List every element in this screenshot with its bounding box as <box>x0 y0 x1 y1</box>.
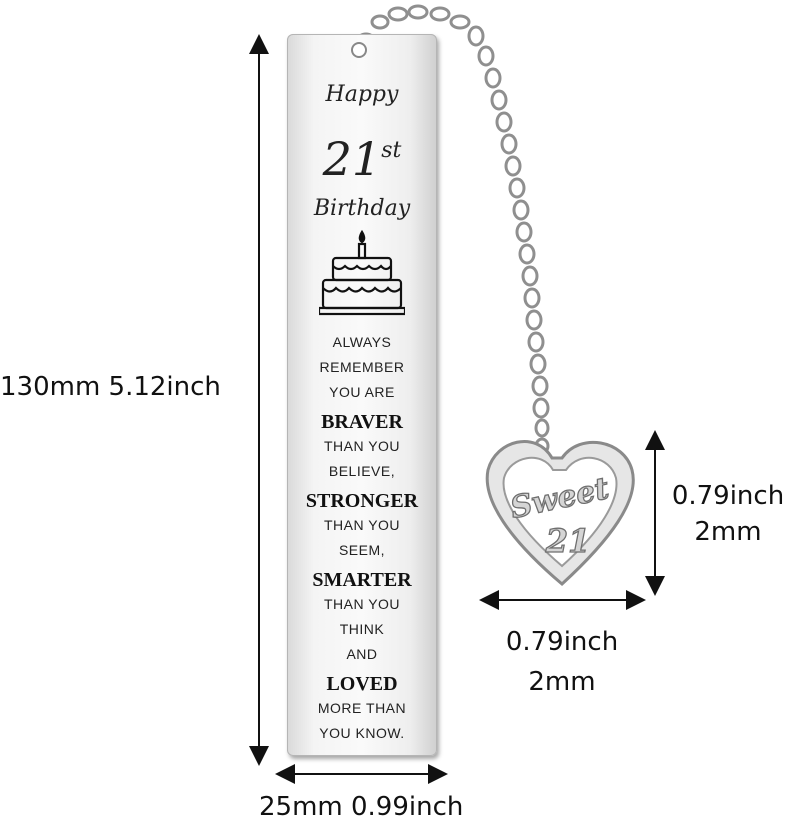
charm-width-mm: 2mm <box>528 667 596 697</box>
quote-line: THAN YOU <box>323 596 401 612</box>
quote-line: LOVED <box>326 673 398 695</box>
quote-line: THAN YOU <box>323 517 401 533</box>
quote-line: ALWAYS <box>332 334 392 350</box>
height-dimension-label: 130mm 5.12inch <box>0 372 221 402</box>
charm-number: 21 <box>545 522 591 560</box>
birthday-cake-icon <box>319 229 405 316</box>
age-number: 21st <box>287 132 437 186</box>
quote-line: AND <box>346 646 378 662</box>
bookmark: Happy 21st Birthday ALWAYS REMEMBER YOU AR… <box>287 34 437 756</box>
quote-line: SEEM, <box>338 542 386 558</box>
charm-height-dimension-label: 0.79inch 2mm <box>656 478 800 550</box>
quote-line: THAN YOU <box>323 438 401 454</box>
age-digits: 21 <box>322 132 382 186</box>
quote-line: YOU ARE <box>329 384 395 400</box>
birthday-text: Birthday <box>313 196 411 221</box>
quote-line: THINK <box>339 621 385 637</box>
bookmark-hole <box>351 42 367 58</box>
quote-line: REMEMBER <box>319 359 405 375</box>
charm-width-inch: 0.79inch <box>505 627 619 657</box>
width-dimension-label: 25mm 0.99inch <box>259 792 464 822</box>
quote-line: SMARTER <box>312 569 412 591</box>
charm-width-dimension-label: 0.79inch 2mm <box>487 622 637 702</box>
age-suffix: st <box>381 138 402 163</box>
quote-line: STRONGER <box>305 490 419 512</box>
charm-height-mm: 2mm <box>694 517 762 547</box>
quote-line: BELIEVE, <box>328 463 396 479</box>
quote-line: MORE THAN <box>317 700 407 716</box>
sweet-21-charm: Sweet 21 <box>485 440 635 586</box>
happy-text: Happy <box>325 82 399 107</box>
charm-height-inch: 0.79inch <box>671 481 785 511</box>
quote-line: BRAVER <box>321 411 403 433</box>
quote-line: YOU KNOW. <box>319 725 405 741</box>
